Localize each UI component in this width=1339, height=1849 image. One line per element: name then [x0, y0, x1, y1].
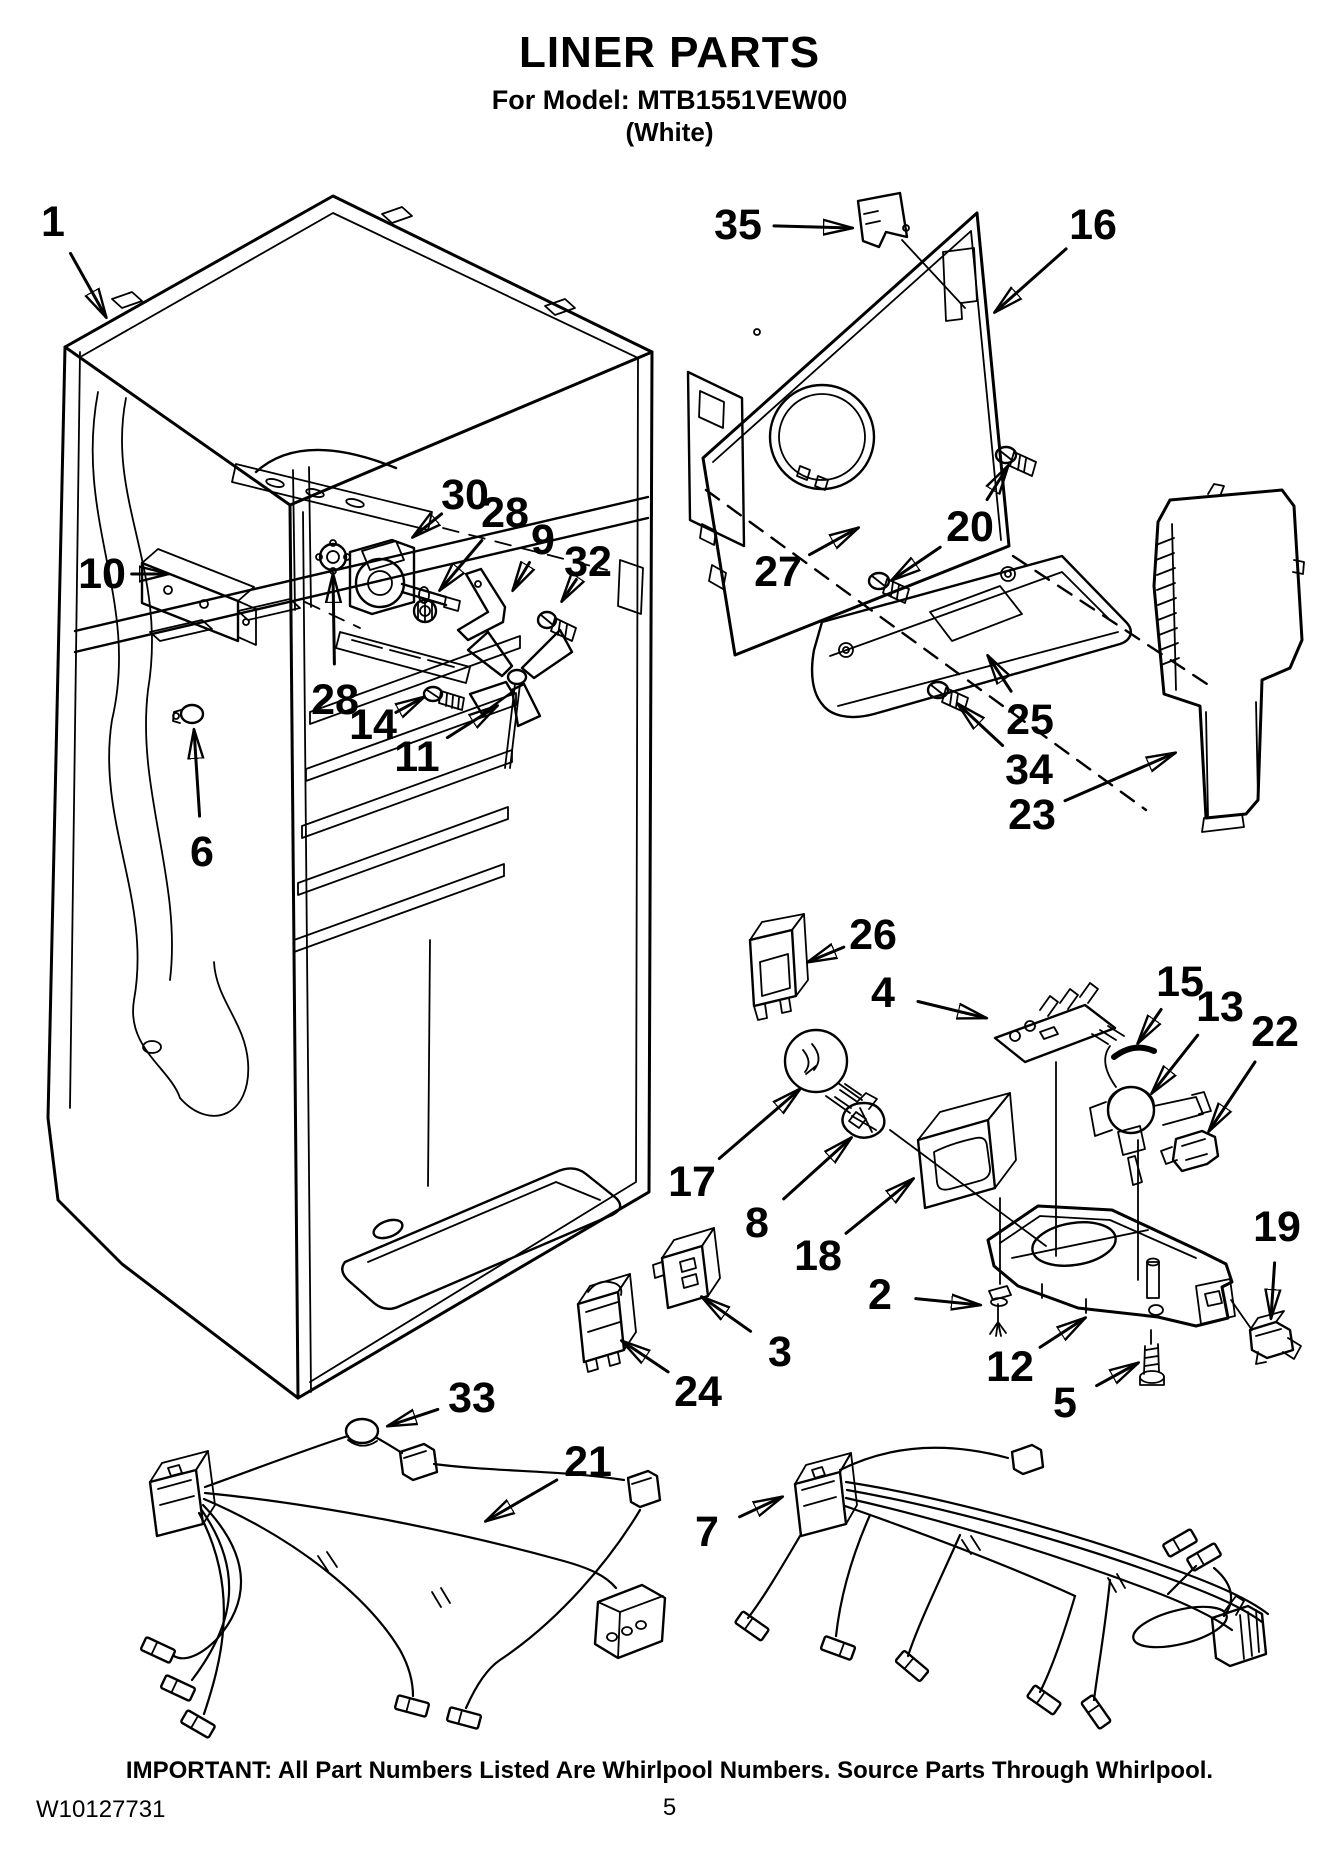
plug-button-drawing — [172, 703, 205, 725]
callout-24-label: 24 — [674, 1368, 722, 1416]
callout-5-arrow — [1095, 1363, 1138, 1388]
callout-1-label: 1 — [41, 198, 65, 246]
callout-14-label: 14 — [349, 701, 397, 749]
callout-20-arrow — [892, 545, 942, 580]
liner-cabinet-drawing — [46, 194, 654, 1400]
callout-20-arrow — [987, 466, 1008, 502]
callout-34-label: 34 — [1005, 746, 1053, 794]
callout-15-label: 15 — [1156, 958, 1204, 1006]
rear-panel-drawing — [686, 191, 1215, 812]
callout-9-arrow — [513, 563, 530, 591]
callout-12-arrow — [1038, 1318, 1085, 1349]
callout-27-label: 27 — [754, 548, 802, 596]
callout-17-label: 17 — [668, 1158, 716, 1206]
callout-8-arrow — [782, 1138, 851, 1201]
footer-important-note: IMPORTANT: All Part Numbers Listed Are W… — [125, 1757, 1214, 1784]
callout-32-arrow — [562, 580, 576, 602]
callout-12-label: 12 — [986, 1343, 1034, 1391]
callout-6-label: 6 — [190, 828, 214, 876]
callout-23-arrow — [1063, 753, 1175, 803]
callout-11-arrow — [445, 706, 497, 740]
callout-22-label: 22 — [1251, 1008, 1299, 1056]
callout-23-label: 23 — [1008, 791, 1056, 839]
control-cluster-drawing — [576, 913, 1302, 1386]
callout-7-label: 7 — [695, 1508, 719, 1556]
callout-35-arrow — [772, 226, 852, 228]
callout-13-label: 13 — [1196, 983, 1244, 1031]
callout-28-arrow — [333, 574, 334, 666]
callout-16-label: 16 — [1069, 201, 1117, 249]
callout-25-label: 25 — [1006, 696, 1054, 744]
air-tower-drawing — [1152, 483, 1305, 833]
callout-17-arrow — [717, 1089, 800, 1160]
callout-7-arrow — [738, 1497, 782, 1519]
callout-32-label: 32 — [564, 538, 612, 586]
callout-5-label: 5 — [1053, 1379, 1077, 1427]
wire-harness-right-drawing — [734, 1443, 1270, 1730]
callout-22-arrow — [1209, 1060, 1257, 1131]
callout-18-label: 18 — [794, 1232, 842, 1280]
wire-harness-left-drawing — [139, 1417, 667, 1739]
callout-28-label: 28 — [311, 676, 359, 724]
callout-24-arrow — [622, 1341, 670, 1374]
callout-19-label: 19 — [1253, 1203, 1301, 1251]
callout-15-arrow — [1138, 1008, 1163, 1044]
callout-30-label: 30 — [441, 471, 489, 519]
callout-9-label: 9 — [531, 516, 555, 564]
callout-3-arrow — [702, 1297, 753, 1333]
finish-line: (White) — [625, 116, 714, 147]
evap-fan-assembly-drawing — [140, 463, 577, 769]
drip-tray-drawing — [810, 554, 1132, 719]
callout-13-arrow — [1152, 1033, 1200, 1093]
callout-10-label: 10 — [78, 550, 126, 598]
model-line: For Model: MTB1551VEW00 — [491, 84, 848, 115]
callout-2-label: 2 — [868, 1271, 892, 1319]
callout-27-arrow — [808, 528, 859, 557]
footer-document-number: W10127731 — [36, 1796, 166, 1823]
title-block: LINER PARTS For Model: MTB1551VEW00 (Whi… — [0, 28, 1339, 148]
callout-21-arrow — [486, 1478, 559, 1521]
callout-26-arrow — [808, 947, 846, 962]
callout-6-arrow — [194, 730, 200, 818]
callout-18-arrow — [844, 1179, 913, 1235]
page-title: LINER PARTS — [518, 28, 821, 77]
callout-34-arrow — [958, 704, 1005, 747]
callout-11-label: 11 — [394, 733, 439, 781]
callout-33-label: 33 — [448, 1374, 496, 1422]
callout-20-label: 20 — [946, 503, 994, 551]
callout-30-arrow — [413, 514, 444, 537]
callout-26-label: 26 — [849, 911, 897, 959]
callout-4-arrow — [916, 1000, 986, 1019]
callout-1-arrow — [69, 251, 107, 317]
callout-35-label: 35 — [714, 201, 762, 249]
callout-28-label: 28 — [481, 489, 529, 537]
callout-16-arrow — [995, 247, 1068, 312]
callout-3-label: 3 — [768, 1328, 792, 1376]
callout-33-arrow — [388, 1407, 440, 1426]
callout-21-label: 21 — [564, 1438, 612, 1486]
callout-8-label: 8 — [745, 1199, 769, 1247]
callout-14-arrow — [396, 697, 424, 712]
callout-4-label: 4 — [871, 969, 895, 1017]
callout-28-arrow — [440, 539, 484, 591]
callout-2-arrow — [914, 1299, 980, 1305]
callout-25-arrow — [988, 656, 1013, 693]
footer-page-number: 5 — [662, 1794, 677, 1821]
callout-19-arrow — [1271, 1261, 1275, 1318]
